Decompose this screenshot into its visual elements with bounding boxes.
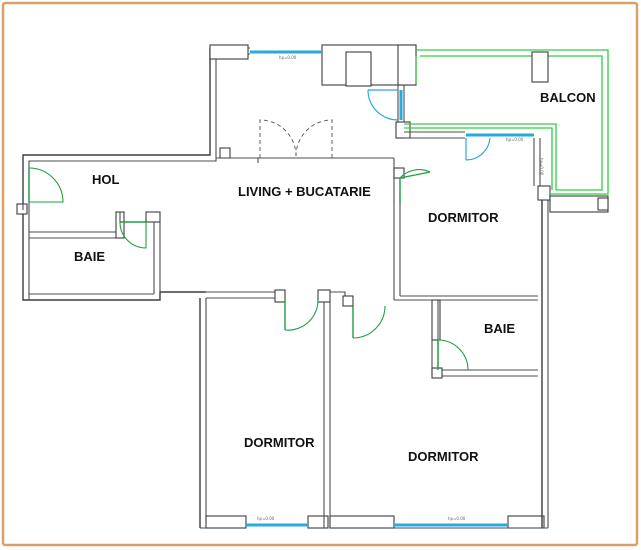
pillar-living [219,147,231,159]
entrance-door [28,167,64,203]
balcony-column [531,51,549,83]
column-top-corner [397,44,417,86]
label-living: LIVING + BUCATARIE [238,184,371,199]
window-tags: hp=0.00 hp=0.00 hp=0.00 hp=0.00 hp=0.00 [257,55,544,521]
balcony-door [367,89,399,121]
doors [28,89,491,371]
tag-bottom-right: hp=0.00 [448,516,466,521]
label-balcon: BALCON [540,90,596,105]
dorm-bl-door [284,299,319,331]
baie-right-jamb [431,367,443,379]
dorm-br-sill-right [507,515,545,529]
balcony-stub-end [597,197,609,211]
column-balcony-door [395,121,411,139]
tag-top: hp=0.00 [279,55,297,60]
tag-bottom-left: hp=0.00 [257,516,275,521]
dorm-br-door [352,305,386,339]
column-right-top [537,185,551,201]
baie-left-jamb [145,211,161,223]
dorm-bl-sill-left [205,515,247,529]
living-folding-door [259,119,297,158]
baie-left-door [119,221,147,249]
dorm-br-sill-left [329,515,395,529]
balcony-outline [404,49,609,195]
jamb-dorm-bl-left [274,289,286,303]
baie-right-door [437,339,469,371]
dorm-bl-sill-right [307,515,329,529]
label-dormitor-right-top: DORMITOR [428,210,499,225]
windows [246,50,534,527]
label-dormitor-bottom-right: DORMITOR [408,449,479,464]
pillar-hol [16,203,28,215]
label-baie-left: BAIE [74,249,105,264]
column-top-inner [345,51,372,87]
jamb-dorm-br-left [342,295,354,307]
balcony-door-2 [465,137,491,161]
room-labels: HOL LIVING + BUCATARIE BALCON DORMITOR B… [74,90,596,464]
label-hol: HOL [92,172,120,187]
tag-side: hp=0.00 [539,158,544,176]
dorm-rt-jamb [393,167,405,179]
baie-right-box [431,299,441,341]
column-top-left [209,44,249,60]
tag-balcony: hp=0.00 [506,137,524,142]
label-baie-right: BAIE [484,321,515,336]
label-dormitor-bottom-left: DORMITOR [244,435,315,450]
jamb-dorm-bl-right [317,289,331,303]
dorm-rt-door [399,169,431,179]
